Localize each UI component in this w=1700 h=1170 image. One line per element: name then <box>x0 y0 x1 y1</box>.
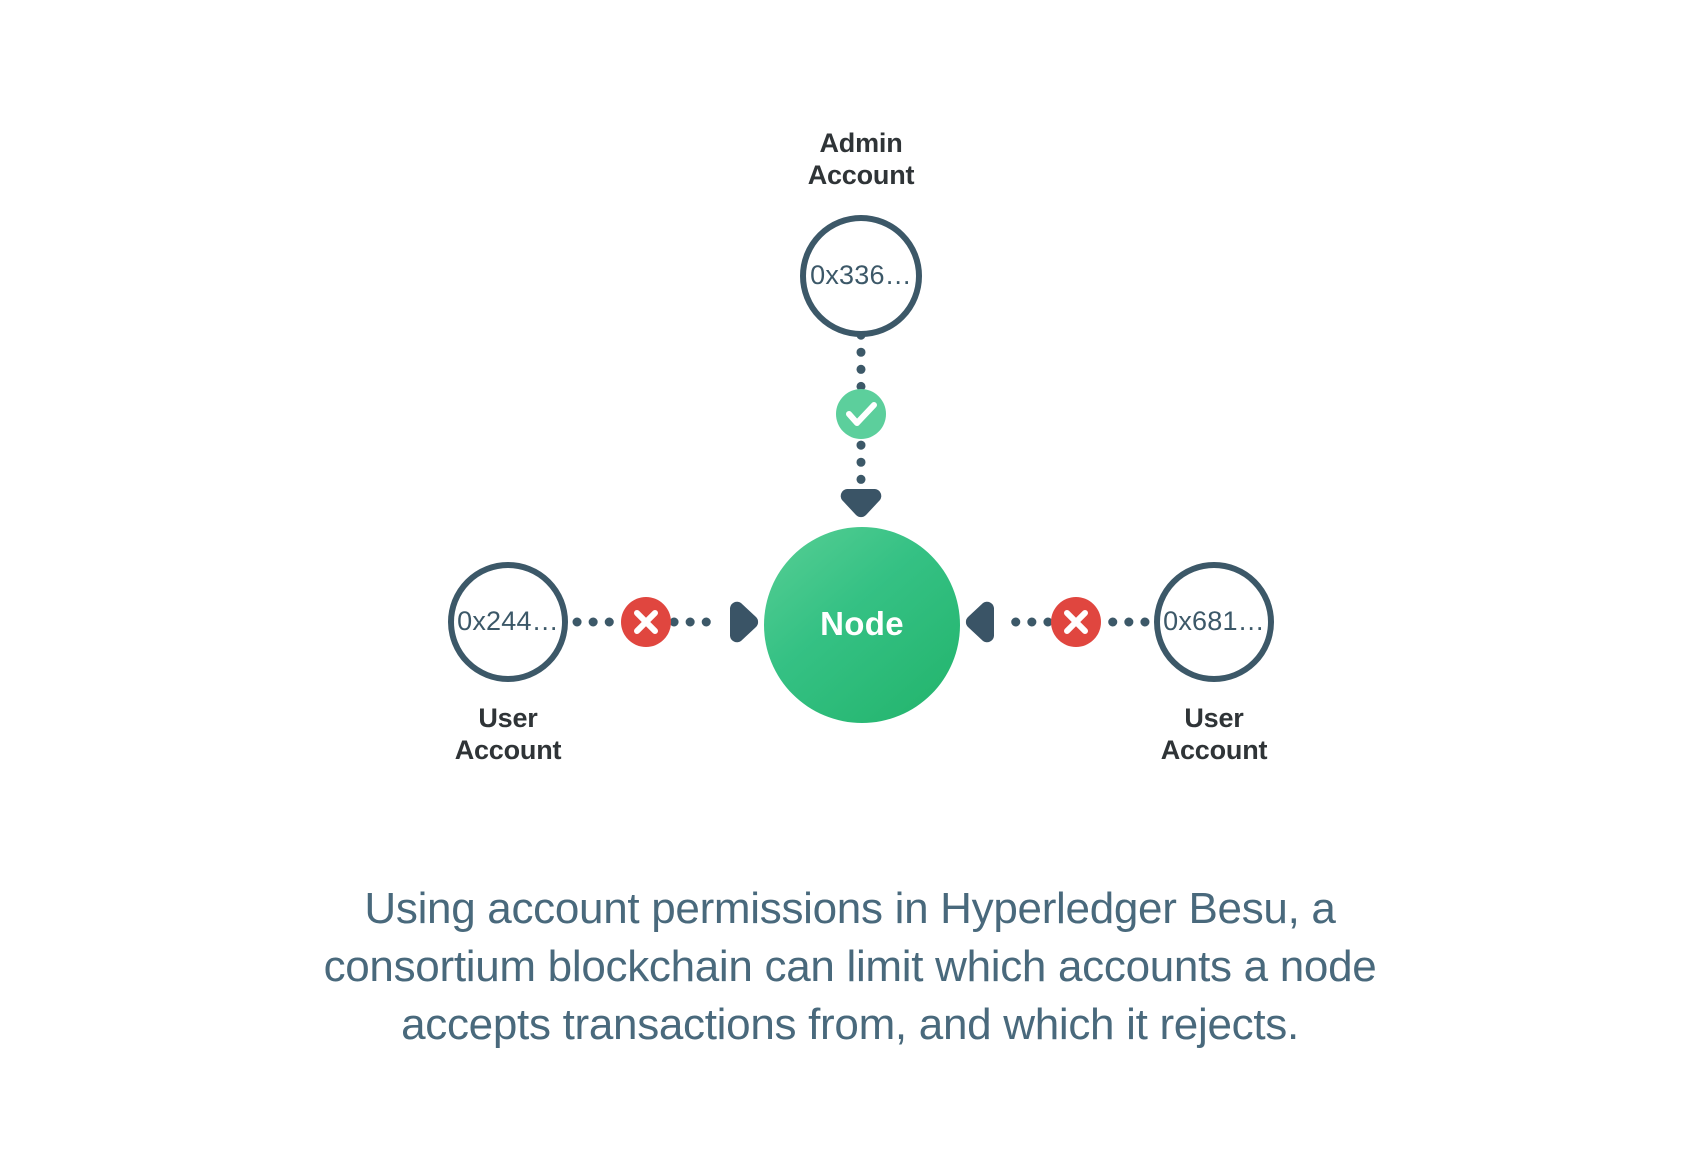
cross-icon <box>1064 610 1088 634</box>
user-left-account-circle[interactable] <box>448 562 568 682</box>
caption-line-3: accepts transactions from, and which it … <box>401 1000 1299 1050</box>
arrowhead-left-icon <box>965 601 994 643</box>
node-label: Node <box>820 605 904 642</box>
deny-badge-user-right <box>1051 597 1101 647</box>
user-right-to-node-connector <box>965 601 1150 643</box>
node-circle[interactable] <box>764 527 960 723</box>
arrowhead-down-icon <box>840 489 882 518</box>
user-right-account-label: User Account <box>1160 703 1268 765</box>
user-right-account-circle[interactable] <box>1154 562 1274 682</box>
permission-diagram: Admin Account 0x336… Node 0x244… User Ac… <box>448 128 1274 765</box>
deny-badge-user-left <box>621 597 671 647</box>
check-badge-circle <box>836 389 886 439</box>
caption: Using account permissions in Hyperledger… <box>250 880 1450 1054</box>
caption-line-1: Using account permissions in Hyperledger… <box>364 884 1336 933</box>
caption-line-2: consortium blockchain can limit which ac… <box>323 942 1377 992</box>
user-right-account-address: 0x681… <box>1163 606 1265 636</box>
admin-account-circle[interactable] <box>800 215 922 337</box>
allow-badge-admin <box>836 389 886 439</box>
user-left-to-node-connector <box>572 601 759 643</box>
user-left-account-label: User Account <box>454 703 562 765</box>
user-left-account-address: 0x244… <box>457 606 559 636</box>
cross-icon <box>634 610 658 634</box>
diagram-canvas <box>448 215 1274 723</box>
arrowhead-right-icon <box>730 601 759 643</box>
check-icon <box>846 402 877 426</box>
admin-account-label: Admin Account <box>807 128 915 190</box>
admin-account-address: 0x336… <box>810 260 912 290</box>
